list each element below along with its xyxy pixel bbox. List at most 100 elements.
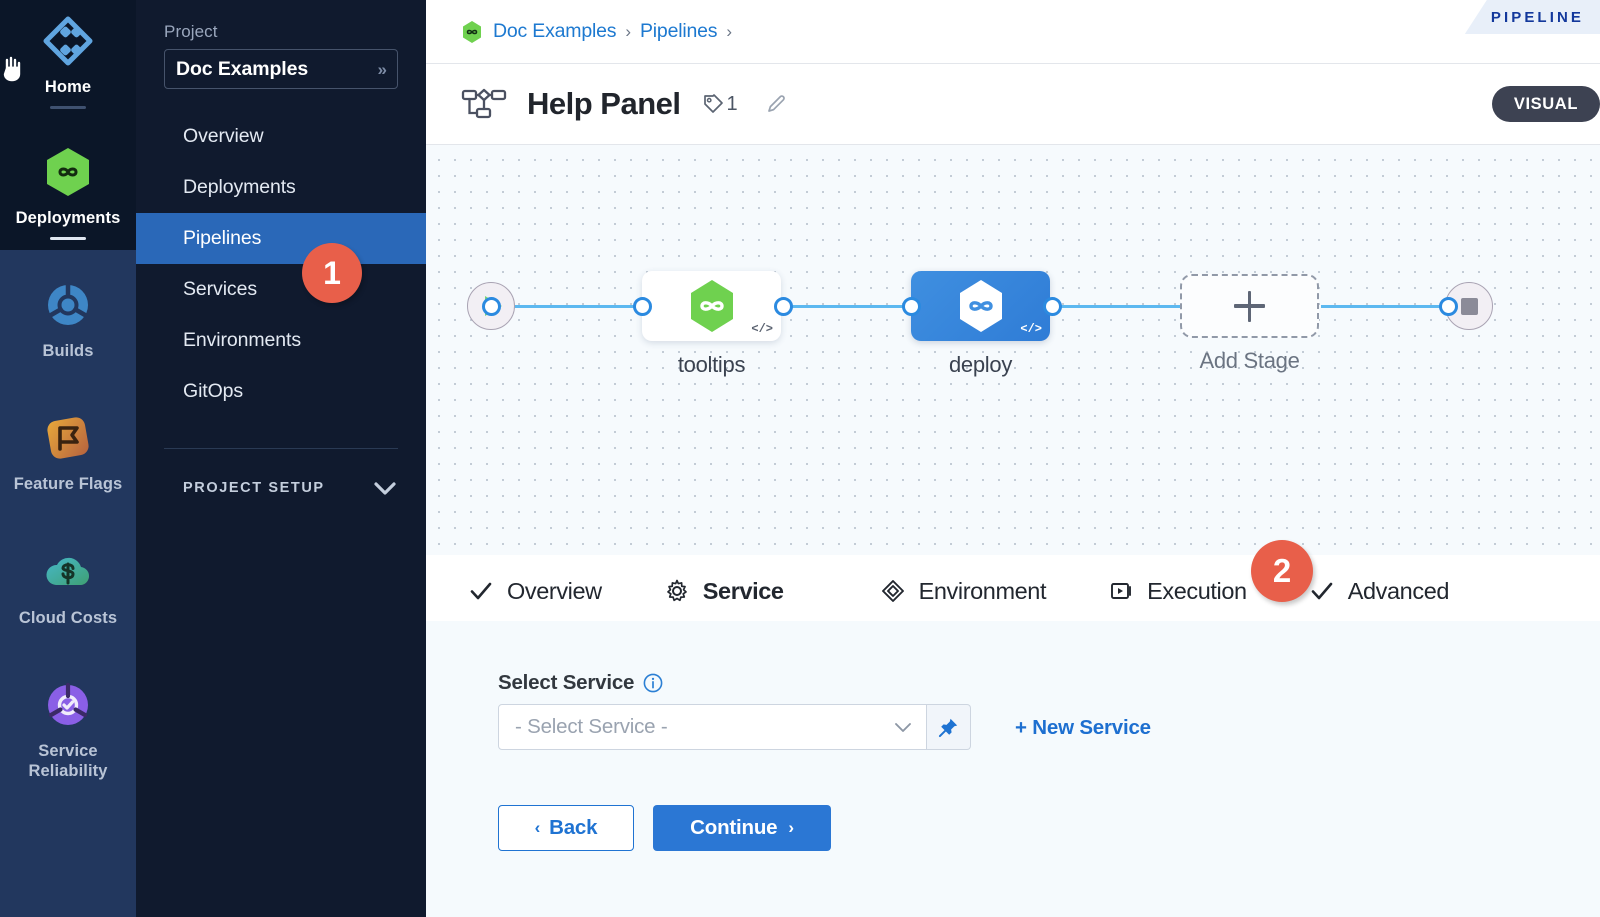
tab-label: Environment xyxy=(918,577,1047,604)
continue-button-label: Continue xyxy=(690,816,778,839)
pin-icon xyxy=(938,718,958,737)
tag-count-control[interactable]: 1 xyxy=(702,93,738,116)
check-icon xyxy=(1311,582,1333,600)
project-selector[interactable]: Doc Examples » xyxy=(164,49,398,89)
stage-node-tooltips[interactable]: </> xyxy=(642,271,781,341)
module-item-builds[interactable]: Builds xyxy=(0,250,136,371)
service-reliability-icon xyxy=(48,682,88,725)
chevron-double-right-icon: » xyxy=(377,59,387,79)
tab-service[interactable]: Service xyxy=(645,555,802,628)
gear-icon xyxy=(666,579,687,602)
edge-deploy-addstage xyxy=(1052,305,1252,308)
code-brackets-icon: </> xyxy=(1020,322,1042,336)
module-item-label: Cloud Costs xyxy=(18,608,118,627)
sidebar-item-label: Overview xyxy=(183,125,264,147)
sidebar-divider xyxy=(164,448,398,449)
port-deploy-in[interactable] xyxy=(902,297,921,316)
module-item-underline xyxy=(50,106,86,110)
tab-environment[interactable]: Environment xyxy=(878,555,1049,628)
tab-overview[interactable]: Overview xyxy=(466,555,604,628)
tag-count: 1 xyxy=(726,92,738,115)
service-config-panel: Select Service - Select Service - xyxy=(426,621,1600,917)
main-content: Doc Examples › Pipelines › PIPELINE Help… xyxy=(426,0,1600,917)
step-badge-value: 1 xyxy=(323,254,341,291)
pin-field-button[interactable] xyxy=(927,704,971,750)
sidebar-item-environments[interactable]: Environments xyxy=(136,315,426,366)
continue-button[interactable]: Continue › xyxy=(653,805,831,851)
sidebar-project-setup-toggle[interactable]: PROJECT SETUP xyxy=(136,480,426,496)
feature-flags-icon xyxy=(47,417,89,459)
tab-advanced[interactable]: Advanced xyxy=(1307,555,1451,628)
pipeline-flow-icon xyxy=(461,88,507,119)
stage-config-tabs: Overview Service Environment xyxy=(426,555,1600,628)
deployments-hexagon-icon xyxy=(690,280,733,332)
project-nav: Overview Deployments Pipelines Services … xyxy=(136,111,426,417)
play-box-icon xyxy=(1111,583,1132,599)
sidebar-item-label: Environments xyxy=(183,329,302,351)
sidebar-item-deployments[interactable]: Deployments xyxy=(136,162,426,213)
select-service-label: Select Service xyxy=(498,671,635,694)
module-item-label: Home xyxy=(44,78,92,96)
add-stage-button[interactable] xyxy=(1180,274,1319,338)
chevron-down-icon xyxy=(374,481,396,495)
pipeline-studio-banner-label: PIPELINE xyxy=(1490,8,1584,26)
info-icon[interactable] xyxy=(643,673,663,693)
tab-label: Overview xyxy=(507,577,602,604)
stage-label-deploy: deploy xyxy=(948,352,1013,377)
breadcrumb-separator: › xyxy=(625,21,631,41)
port-tooltips-out[interactable] xyxy=(774,297,793,316)
breadcrumb-separator: › xyxy=(726,21,732,41)
sidebar-item-services[interactable]: Services xyxy=(136,264,426,315)
sidebar-item-overview[interactable]: Overview xyxy=(136,111,426,162)
new-service-label: + New Service xyxy=(1015,716,1151,739)
sidebar-item-label: Services xyxy=(183,278,257,300)
visual-mode-toggle[interactable]: VISUAL xyxy=(1491,86,1600,122)
chevron-left-icon: ‹ xyxy=(534,818,541,837)
sidebar-item-label: Deployments xyxy=(183,176,296,198)
module-item-label: Deployments xyxy=(15,209,121,228)
module-item-label: Service Reliability xyxy=(28,741,108,780)
pipeline-canvas[interactable]: </> tooltips </> deploy Add Stage xyxy=(426,145,1600,555)
sidebar-item-label: GitOps xyxy=(183,380,244,402)
port-tooltips-in[interactable] xyxy=(633,297,652,316)
module-rail: Home Deployments Builds xyxy=(0,0,136,917)
port-end-in[interactable] xyxy=(1439,297,1458,316)
edge-tooltips-deploy xyxy=(784,305,984,308)
edit-pencil-icon[interactable] xyxy=(765,93,787,115)
module-item-service-reliability[interactable]: Service Reliability xyxy=(0,638,136,791)
breadcrumb-item-pipelines[interactable]: Pipelines xyxy=(639,20,718,42)
step-badge-1: 1 xyxy=(302,243,362,303)
module-item-feature-flags[interactable]: Feature Flags xyxy=(0,371,136,504)
sidebar-item-pipelines[interactable]: Pipelines xyxy=(136,213,426,264)
stage-label-tooltips: tooltips xyxy=(677,352,746,377)
project-caption: Project xyxy=(164,22,218,41)
home-diamond-icon xyxy=(43,16,93,66)
module-item-deployments[interactable]: Deployments xyxy=(0,119,136,250)
chevron-down-icon xyxy=(895,722,911,732)
plus-icon-horizontal xyxy=(1234,304,1265,308)
sidebar-project-setup-label: PROJECT SETUP xyxy=(183,480,325,496)
step-badge-value: 2 xyxy=(1272,552,1292,589)
tab-execution[interactable]: Execution xyxy=(1106,555,1249,628)
port-deploy-out[interactable] xyxy=(1043,297,1062,316)
port-start-out[interactable] xyxy=(482,297,501,316)
back-button[interactable]: ‹ Back xyxy=(498,805,634,851)
layers-diamond-icon xyxy=(881,580,904,602)
project-name: Doc Examples xyxy=(176,57,309,80)
check-icon xyxy=(470,582,492,600)
module-item-cloud-costs[interactable]: Cloud Costs xyxy=(0,505,136,638)
deployments-hexagon-icon xyxy=(47,148,89,197)
new-service-link[interactable]: + New Service xyxy=(1015,716,1151,740)
breadcrumb-item-doc-examples[interactable]: Doc Examples xyxy=(493,20,617,42)
select-service-dropdown[interactable]: - Select Service - xyxy=(498,704,927,750)
select-service-value: - Select Service - xyxy=(515,715,668,738)
chevron-right-icon: › xyxy=(788,818,794,837)
module-item-home[interactable]: Home xyxy=(0,0,136,119)
edge-addstage-end xyxy=(1321,305,1461,308)
cloud-costs-icon xyxy=(46,557,90,585)
sidebar-item-gitops[interactable]: GitOps xyxy=(136,366,426,417)
stage-node-deploy[interactable]: </> xyxy=(911,271,1050,341)
wizard-button-row: ‹ Back Continue › xyxy=(498,805,831,851)
module-item-underline xyxy=(50,237,86,241)
